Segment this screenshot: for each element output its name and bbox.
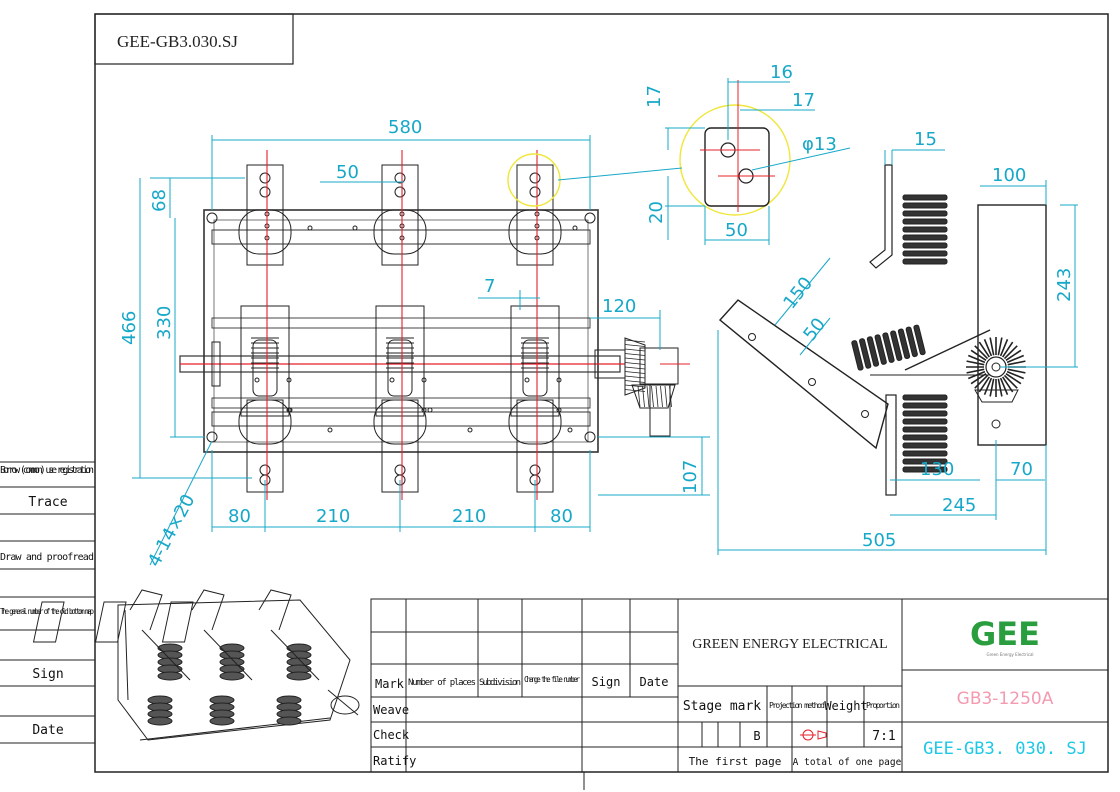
drawing-code: GEE-GB3. 030. SJ — [923, 739, 1087, 759]
side-view — [718, 164, 1047, 496]
iso-pole-3 — [161, 589, 320, 726]
pole-3 — [508, 150, 562, 500]
side-dimensions — [717, 149, 1078, 555]
dim-580: 580 — [388, 117, 422, 138]
model-number: GB3-1250A — [957, 689, 1054, 709]
dim-80-left: 80 — [228, 506, 251, 527]
dim-50-side: 50 — [799, 314, 830, 345]
date-label: Date — [32, 723, 63, 738]
total-pages: A total of one page — [793, 757, 902, 768]
title-block — [370, 598, 1109, 773]
dim-120: 120 — [602, 296, 636, 317]
svg-text:Green Energy Electrical: Green Energy Electrical — [986, 652, 1033, 657]
dim-80-right: 80 — [550, 506, 573, 527]
iso-pole-1 — [32, 589, 191, 726]
dim-100: 100 — [992, 165, 1026, 186]
dim-15: 15 — [914, 129, 937, 150]
draw-label: Draw and proofread — [0, 552, 94, 563]
svg-text:GEE: GEE — [970, 615, 1040, 653]
pole-2 — [373, 150, 427, 500]
left-revision-table — [0, 461, 95, 744]
hdr-date: Date — [640, 675, 669, 689]
code-box: GEE-GB3.030.SJ — [94, 13, 294, 65]
isometric-view — [32, 589, 360, 741]
gee-logo-icon: GEE Green Energy Electrical — [970, 615, 1040, 657]
dim-50-detail: 50 — [725, 220, 748, 241]
company-name: GREEN ENERGY ELECTRICAL — [692, 637, 887, 652]
dim-50-top: 50 — [336, 162, 359, 183]
dim-hole: 4-14×20 — [144, 491, 200, 570]
iso-pole-2 — [94, 589, 253, 726]
dim-466: 466 — [119, 311, 140, 345]
hdr-places: Number of places — [408, 678, 476, 688]
sheet-frame — [94, 13, 1109, 773]
dim-68: 68 — [149, 189, 170, 212]
sign-label: Sign — [32, 667, 63, 682]
dim-243: 243 — [1054, 268, 1075, 302]
dim-107: 107 — [680, 460, 701, 494]
dim-16: 16 — [770, 62, 793, 83]
borrow-label: Borrow (common) use registration — [0, 465, 94, 476]
hdr-mark: Mark — [375, 677, 405, 691]
dim-20: 20 — [646, 201, 667, 224]
hdr-subdivision: Subdivision — [479, 678, 521, 688]
dim-210-a: 210 — [316, 506, 350, 527]
first-page: The first page — [689, 755, 782, 768]
dim-330: 330 — [154, 306, 175, 340]
stage-b: B — [753, 729, 760, 743]
row-ratify: Ratify — [373, 754, 416, 768]
detail-contact — [507, 78, 851, 245]
dim-150: 150 — [779, 273, 817, 313]
old-map-label: The general number of the old bottom map — [0, 607, 94, 616]
hdr-sign: Sign — [592, 675, 621, 689]
front-view — [179, 150, 690, 500]
front-dimensions — [132, 135, 710, 566]
row-weave: Weave — [373, 703, 409, 717]
projection-method: Projection method — [769, 701, 825, 710]
hdr-change: Change the file number — [524, 675, 580, 684]
trace-label: Trace — [28, 495, 67, 510]
dim-210-b: 210 — [452, 506, 486, 527]
stage-mark: Stage mark — [683, 699, 761, 714]
dim-70: 70 — [1010, 459, 1033, 480]
scale-value: 7:1 — [872, 729, 895, 744]
code-box-text: GEE-GB3.030.SJ — [117, 32, 238, 51]
projection-symbol-icon — [800, 729, 827, 741]
weight-label: Weight — [824, 699, 867, 713]
dim-130: 130 — [920, 459, 954, 480]
dim-17-left: 17 — [644, 85, 665, 108]
dim-17-right: 17 — [792, 90, 815, 111]
dim-phi13: φ13 — [802, 134, 837, 155]
dim-245: 245 — [942, 495, 976, 516]
dim-7: 7 — [484, 276, 495, 297]
pole-1 — [238, 150, 292, 500]
dim-505: 505 — [862, 530, 896, 551]
row-check: Check — [373, 728, 410, 742]
proportion-label: Proportion — [866, 701, 900, 710]
